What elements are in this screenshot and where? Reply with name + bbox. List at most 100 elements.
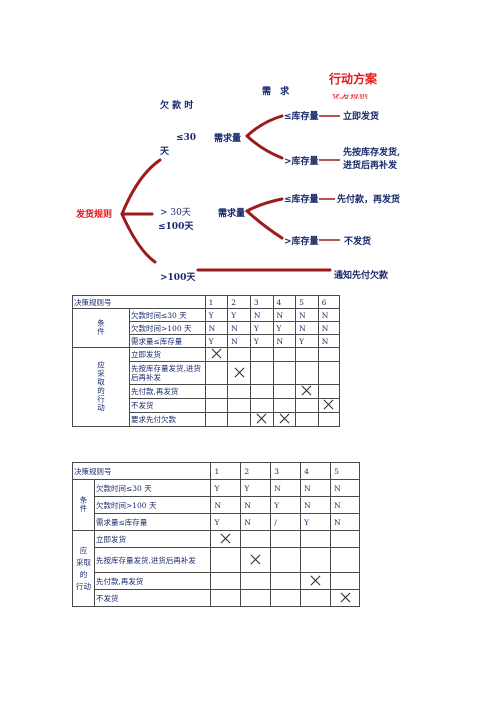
action-mark-cell: [227, 361, 251, 385]
action-mark-cell: [272, 347, 297, 362]
action-label: 要求先付欠款: [129, 412, 206, 427]
condition-value: Y: [295, 334, 319, 348]
action-mark-cell: [330, 547, 360, 573]
branch2-leaf1: ≤库存量: [284, 195, 319, 205]
action-row: 应采取的行动立即发货: [72, 347, 341, 427]
action-mark-cell: [300, 589, 332, 607]
rule-number: 2: [227, 295, 251, 309]
x-mark-icon: [279, 414, 290, 425]
action-mark-cell: [227, 412, 251, 427]
action-mark-cell: [249, 361, 274, 385]
condition-value: Y: [240, 479, 272, 497]
action-mark-cell: [204, 347, 229, 362]
condition-label: 欠款时间≤30 天: [129, 308, 206, 322]
branch1-node: 需求量: [214, 134, 242, 144]
condition-value: Y: [204, 308, 229, 322]
condition-value: N: [227, 321, 251, 335]
action-row: 先按库存量发货,进货后再补发: [73, 547, 360, 573]
condition-value: Y: [204, 334, 229, 348]
condition-label: 欠款时间>100 天: [93, 496, 212, 514]
branch1-label-b: 天: [160, 147, 170, 157]
action-mark-cell: [240, 530, 272, 548]
condition-value: N: [249, 308, 274, 322]
condition-value: N: [317, 334, 341, 348]
tree-title: 行动方案: [329, 72, 378, 86]
condition-value: N: [272, 308, 297, 322]
rule-number: 1: [204, 295, 229, 309]
action-mark-cell: [295, 412, 319, 427]
condition-group-label: 条件: [72, 479, 95, 531]
branch2-action2: 不发货: [344, 237, 372, 247]
action-label: 不发货: [93, 589, 212, 607]
condition-label: 需求量≤库存量: [129, 334, 206, 348]
condition-value: N: [272, 334, 297, 348]
condition-value: Y: [249, 334, 274, 348]
action-row: 先按库存量发货,进货后再补发: [73, 361, 341, 385]
rule-number: 1: [210, 462, 242, 480]
x-mark-icon: [301, 386, 312, 397]
condition-value: Y: [270, 496, 302, 514]
action-mark-cell: [210, 572, 242, 590]
action-mark-cell: [270, 572, 302, 590]
x-mark-icon: [310, 575, 321, 586]
action-row: 先付款,再发货: [73, 572, 360, 590]
condition-value: N: [210, 496, 242, 514]
action-group-label: 应采取的行动: [72, 530, 95, 607]
condition-value: N: [300, 496, 332, 514]
rule-number: 3: [249, 295, 274, 309]
condition-value: Y: [272, 321, 297, 335]
condition-value: Y: [210, 513, 242, 531]
x-mark-icon: [323, 400, 334, 411]
action-mark-cell: [330, 572, 360, 590]
action-group-text: 应采取的行动: [96, 360, 106, 412]
action-mark-cell: [317, 398, 341, 413]
action-mark-cell: [270, 589, 302, 607]
action-group-text: 采取: [75, 557, 91, 567]
action-mark-cell: [227, 398, 251, 413]
action-mark-cell: [210, 530, 242, 548]
condition-value: N: [240, 496, 272, 514]
branch2-action1: 先付款，再发货: [337, 195, 401, 205]
action-mark-cell: [272, 412, 297, 427]
condition-value: N: [240, 513, 272, 531]
action-group-text: 应: [79, 545, 88, 555]
action-group-label: 应采取的行动: [72, 347, 130, 427]
action-mark-cell: [204, 412, 229, 427]
action-mark-cell: [300, 572, 332, 590]
rule-number: 6: [317, 295, 341, 309]
condition-value: N: [330, 513, 360, 531]
action-mark-cell: [270, 530, 302, 548]
decision-tree-lines: [120, 114, 340, 272]
condition-group-text: 条件: [78, 495, 88, 513]
action-mark-cell: [295, 361, 319, 385]
action-mark-cell: [227, 384, 251, 399]
branch1-label-a: ≤30: [176, 133, 197, 143]
branch3-label: >100天: [160, 273, 196, 283]
table-header-label: 决策规则号: [71, 462, 212, 480]
condition-value: N: [204, 321, 229, 335]
action-label: 先按库存量发货,进货后再补发: [129, 361, 206, 385]
branch1-action2a: 先按库存发货,: [343, 148, 401, 158]
action-mark-cell: [249, 398, 274, 413]
action-row: 要求先付欠款: [73, 412, 341, 427]
action-mark-cell: [249, 347, 274, 362]
condition-value: N: [227, 334, 251, 348]
action-group-text: 的: [79, 569, 88, 579]
action-mark-cell: [272, 384, 297, 399]
branch1-leaf2: >库存量: [284, 157, 319, 167]
x-mark-icon: [211, 349, 222, 360]
action-mark-cell: [272, 361, 297, 385]
branch1-leaf1: ≤库存量: [284, 112, 319, 122]
branch2-label-b: ≤100天: [158, 222, 194, 232]
condition-value: N: [300, 479, 332, 497]
action-mark-cell: [295, 347, 319, 362]
rule-number: 5: [330, 462, 360, 480]
action-mark-cell: [240, 547, 272, 573]
column-need-header: 需 求: [262, 87, 293, 97]
rule-number: 5: [295, 295, 319, 309]
